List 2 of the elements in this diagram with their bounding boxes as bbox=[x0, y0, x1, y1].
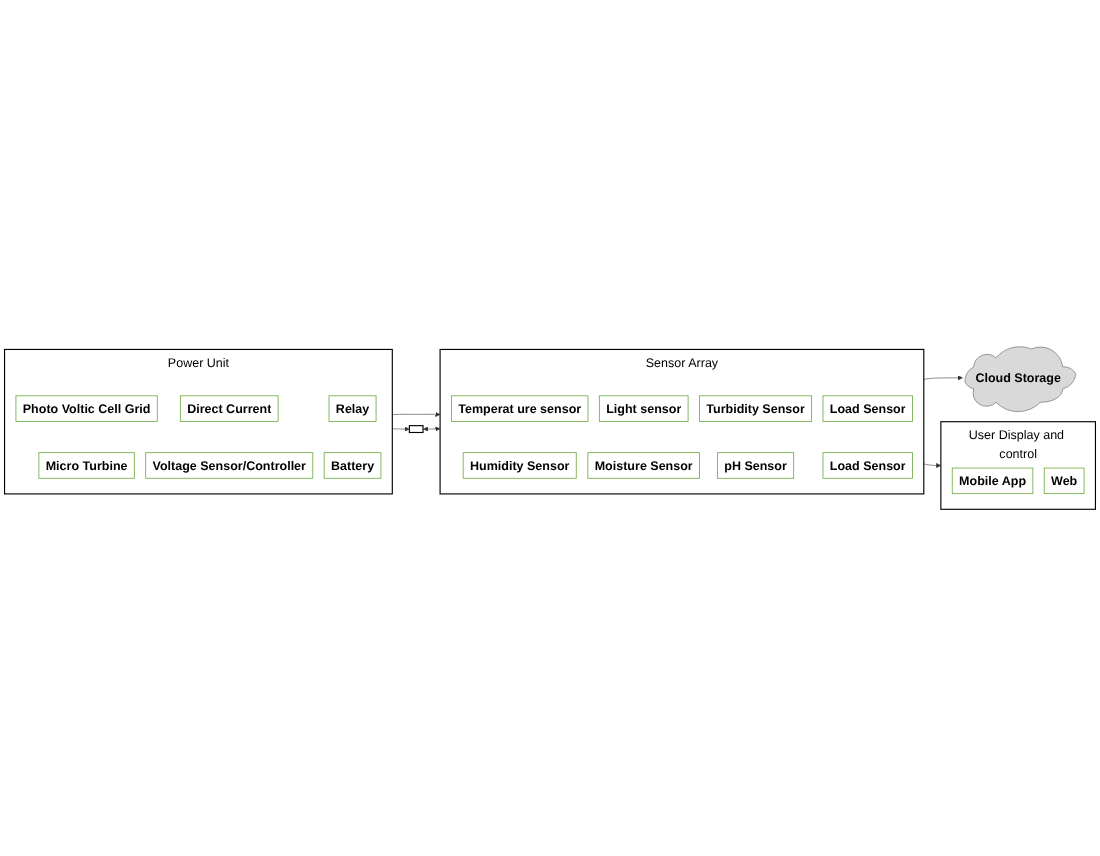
node-box bbox=[408, 425, 424, 434]
arrow bbox=[423, 426, 441, 432]
